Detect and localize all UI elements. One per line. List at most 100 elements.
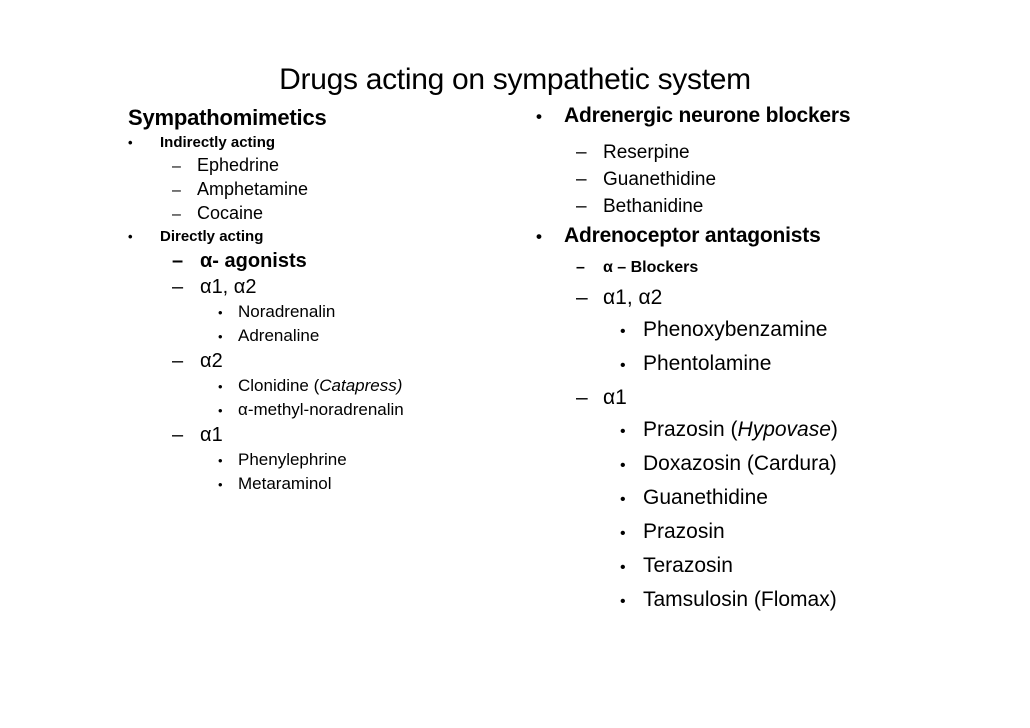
item-text: α2: [200, 350, 223, 372]
dash-marker-icon: –: [172, 206, 181, 223]
dash-marker-icon: –: [576, 259, 585, 276]
list-item: –α1, α2: [128, 274, 528, 300]
item-text-segment: Noradrenalin: [238, 302, 336, 321]
item-text-segment: Guanethidine: [603, 169, 717, 190]
list-item: •Directly acting: [128, 226, 528, 248]
item-text-segment: α2: [200, 350, 223, 372]
item-text-segment: Indirectly acting: [160, 134, 276, 151]
item-text-segment: Guanethidine: [643, 486, 768, 509]
item-text-segment: Directly acting: [160, 228, 264, 245]
item-text: α1: [603, 386, 627, 409]
list-item: • Metaraminol: [128, 472, 528, 496]
list-item: –α1, α2: [536, 282, 996, 314]
item-text: Phenylephrine: [238, 450, 347, 469]
item-text-segment: Clonidine (: [238, 376, 320, 395]
item-text: α1, α2: [603, 286, 662, 309]
item-text: α- agonists: [200, 250, 307, 272]
list-item: •Adrenergic neurone blockers: [536, 100, 996, 133]
bullet-marker-icon: •: [620, 423, 626, 440]
item-text: Prazosin (Hypovase): [643, 418, 838, 441]
list-item: –α- agonists: [128, 248, 528, 274]
bullet-marker-icon: •: [218, 453, 223, 468]
item-text-italic-segment: Catapress): [319, 376, 403, 395]
item-text-segment: α-methyl-noradrenalin: [238, 400, 404, 419]
list-item: –Reserpine: [536, 139, 996, 166]
dash-marker-icon: –: [576, 169, 587, 190]
item-text: Ephedrine: [197, 155, 279, 175]
item-text-segment: Amphetamine: [197, 179, 309, 199]
item-text: Tamsulosin (Flomax): [643, 588, 837, 611]
bullet-marker-icon: •: [620, 593, 626, 610]
bullet-marker-icon: •: [218, 379, 223, 394]
list-item: • Adrenoceptor antagonists: [536, 220, 996, 253]
item-text: Adrenergic neurone blockers: [564, 104, 851, 127]
bullet-marker-icon: •: [218, 403, 223, 418]
bullet-marker-icon: •: [620, 491, 626, 508]
item-text: Bethanidine: [603, 196, 703, 217]
item-text-segment: Tamsulosin (Flomax): [643, 588, 837, 611]
bullet-marker-icon: •: [218, 477, 223, 492]
list-item: • Indirectly acting: [128, 132, 528, 154]
dash-marker-icon: –: [576, 386, 588, 409]
item-text-segment: α1, α2: [603, 286, 663, 309]
left-column-list: •Indirectly acting–Ephedrine–Amphetamine…: [128, 132, 528, 496]
item-text: Prazosin: [643, 520, 725, 543]
list-item: –Amphetamine: [128, 178, 528, 202]
list-item: –α – Blockers: [536, 253, 996, 282]
list-item: • Doxazosin (Cardura): [536, 448, 996, 482]
dash-marker-icon: –: [172, 182, 181, 199]
list-item: –α2: [128, 348, 528, 374]
item-text: Noradrenalin: [238, 302, 335, 321]
list-item: • Guanethidine: [536, 482, 996, 516]
bullet-marker-icon: •: [620, 457, 626, 474]
item-text-segment: Adrenergic neurone blockers: [564, 104, 851, 127]
slide-title: Drugs acting on sympathetic system: [279, 63, 751, 96]
bullet-marker-icon: •: [128, 135, 133, 150]
list-item: –Ephedrine: [128, 154, 528, 178]
item-text: Directly acting: [160, 228, 263, 245]
item-text-segment: Phenylephrine: [238, 450, 347, 469]
list-item: • Terazosin: [536, 550, 996, 584]
item-text: Clonidine (Catapress): [238, 376, 402, 395]
item-text: Metaraminol: [238, 474, 332, 493]
list-item: • Clonidine (Catapress): [128, 374, 528, 398]
list-item: • Tamsulosin (Flomax): [536, 584, 996, 618]
right-column: •Adrenergic neurone blockers–Reserpine–G…: [536, 100, 996, 618]
item-text-segment: α1: [603, 386, 627, 409]
item-text: Cocaine: [197, 203, 263, 223]
bullet-marker-icon: •: [218, 305, 223, 320]
item-text-segment: Bethanidine: [603, 196, 704, 217]
item-text-segment: Ephedrine: [197, 155, 280, 175]
list-item: –α1: [128, 422, 528, 448]
dash-marker-icon: –: [172, 350, 184, 372]
item-text: α1: [200, 424, 223, 446]
dash-marker-icon: –: [172, 250, 184, 272]
item-text: Phenoxybenzamine: [643, 318, 827, 341]
dash-marker-icon: –: [576, 196, 587, 217]
item-text-segment: α- agonists: [200, 250, 307, 272]
list-item: –Cocaine: [128, 202, 528, 226]
bullet-marker-icon: •: [536, 227, 542, 246]
dash-marker-icon: –: [576, 142, 587, 163]
item-text-segment: Doxazosin (Cardura): [643, 452, 837, 475]
item-text: Reserpine: [603, 142, 690, 163]
left-column: Sympathomimetics •Indirectly acting–Ephe…: [128, 104, 528, 496]
list-item: •Adrenaline: [128, 324, 528, 348]
bullet-marker-icon: •: [620, 559, 626, 576]
item-text-segment: α1: [200, 424, 223, 446]
item-text-segment: Phentolamine: [643, 352, 772, 375]
item-text-segment: Adrenaline: [238, 326, 320, 345]
item-text-segment: Phenoxybenzamine: [643, 318, 828, 341]
bullet-marker-icon: •: [620, 357, 626, 374]
item-text-segment: Adrenoceptor antagonists: [564, 224, 821, 247]
dash-marker-icon: –: [576, 286, 588, 309]
list-item: –Guanethidine: [536, 166, 996, 193]
item-text-segment: Reserpine: [603, 142, 690, 163]
list-item: • Phenylephrine: [128, 448, 528, 472]
item-text: Guanethidine: [643, 486, 768, 509]
item-text-italic-segment: Hypovase: [737, 418, 831, 441]
item-text-segment: Terazosin: [643, 554, 733, 577]
item-text: Guanethidine: [603, 169, 716, 190]
list-item: –Bethanidine: [536, 193, 996, 220]
